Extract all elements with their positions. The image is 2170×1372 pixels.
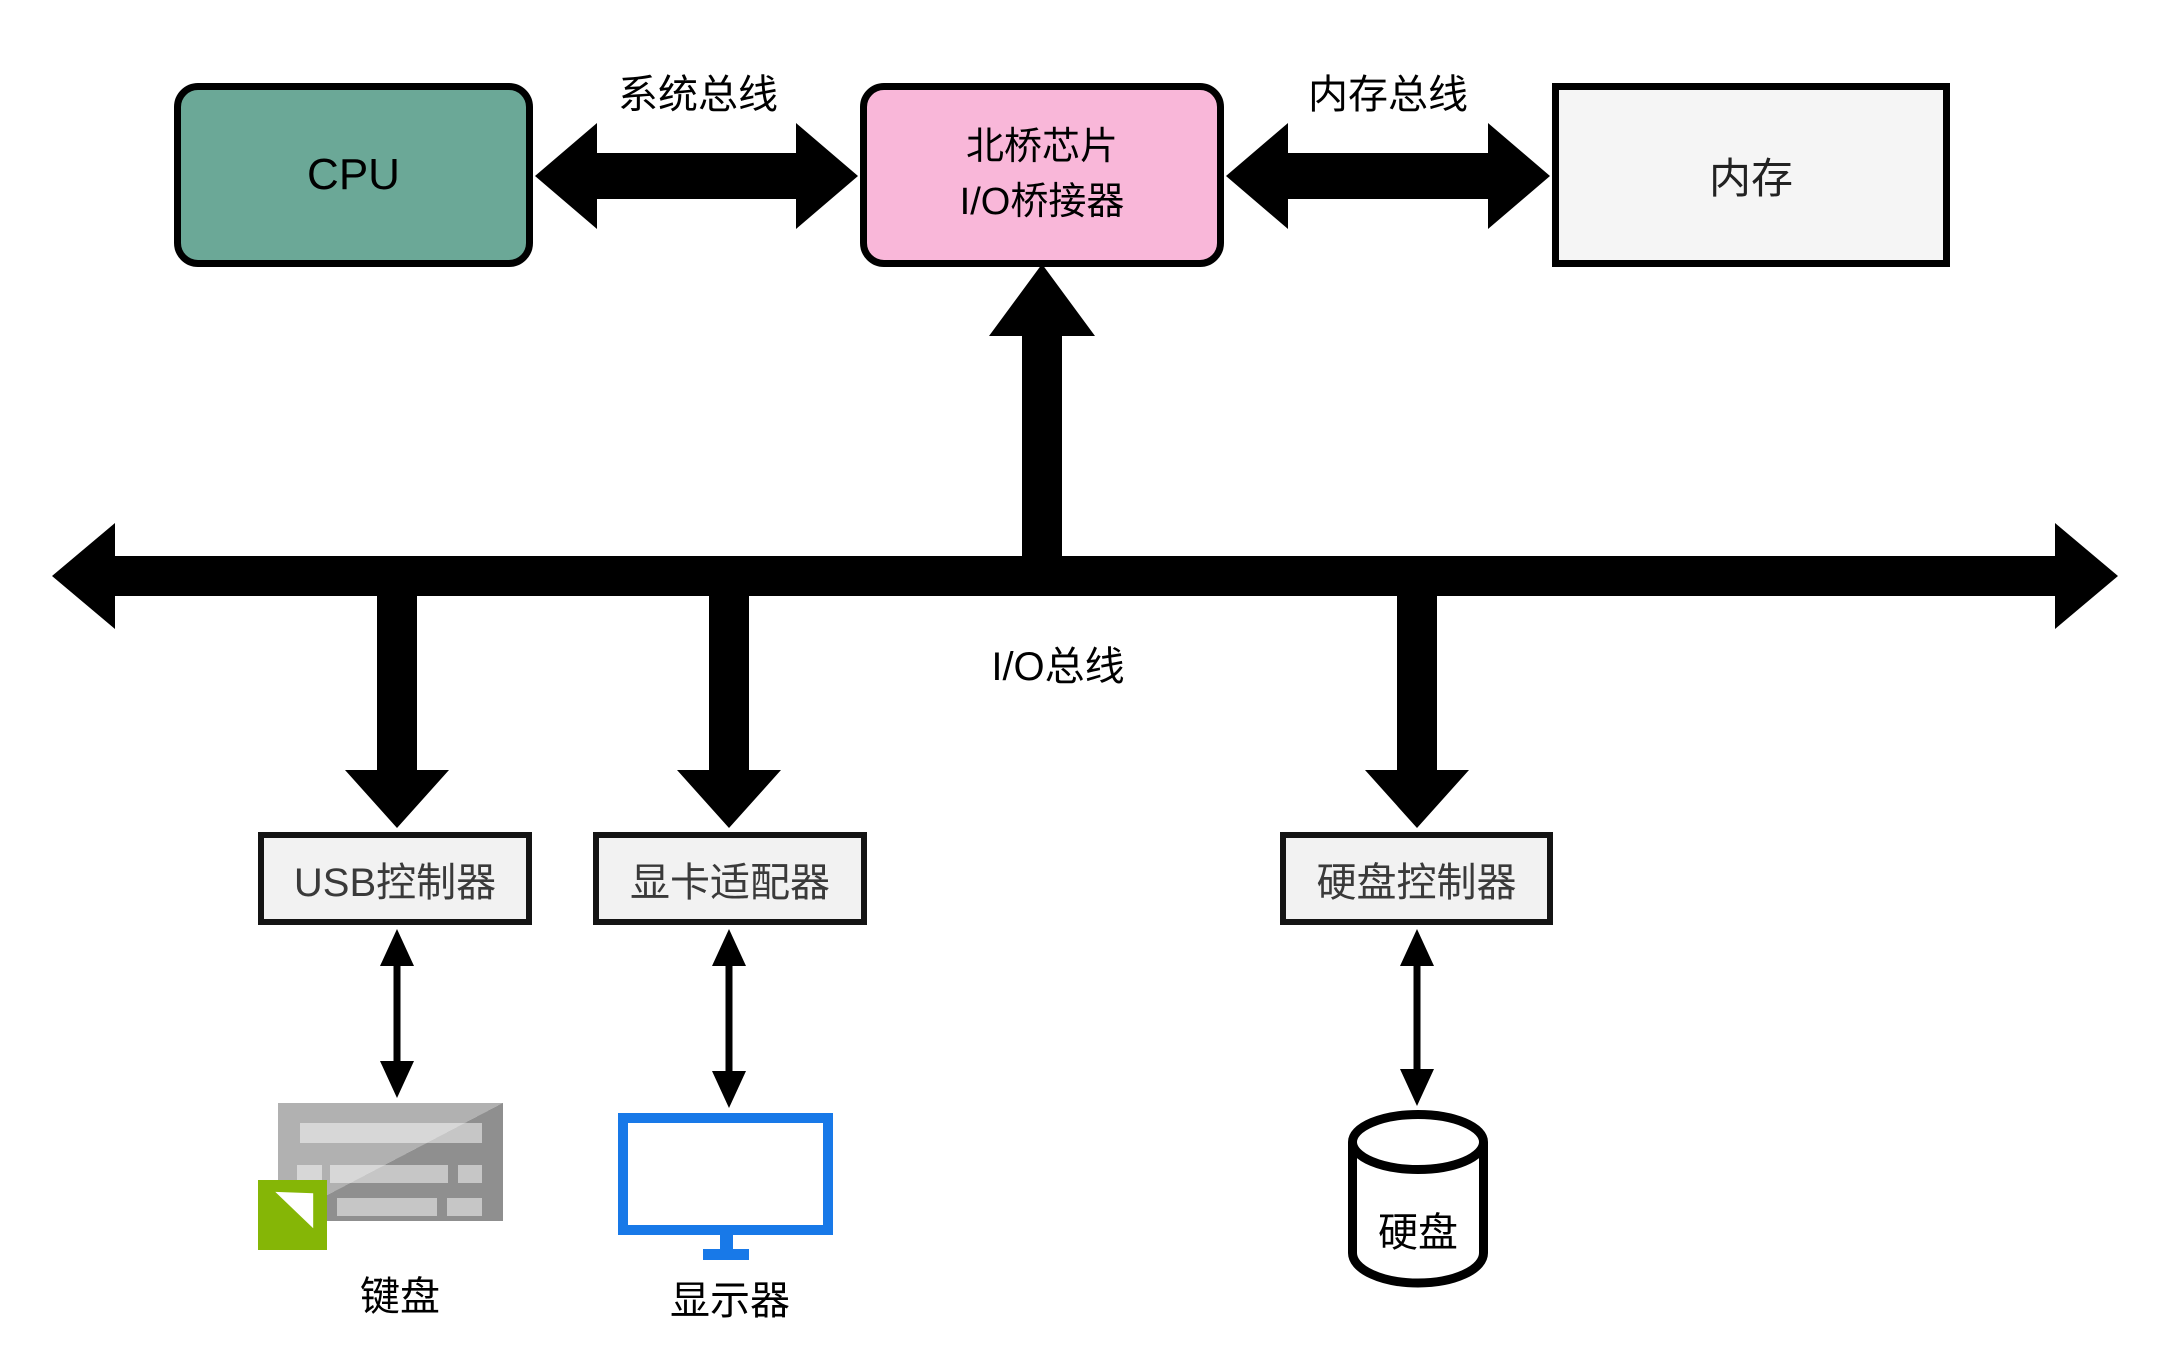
- io-bus-line: [52, 523, 2118, 629]
- keyboard-label: 键盘: [360, 1275, 440, 1319]
- usb-keyboard-double-arrow: [380, 929, 414, 1098]
- hdd-disk-double-arrow: [1400, 929, 1434, 1106]
- cpu-node: CPU: [174, 83, 533, 267]
- system-bus-label: 系统总线: [618, 73, 778, 117]
- keyboard-key: [300, 1123, 482, 1143]
- system-bus-double-arrow: [535, 123, 858, 229]
- gpu-monitor-double-arrow: [712, 929, 746, 1108]
- keyboard-key: [297, 1165, 322, 1183]
- monitor-icon: [618, 1113, 833, 1235]
- keyboard-icon: [278, 1103, 503, 1221]
- disk-controller-node: 硬盘控制器: [1280, 832, 1553, 925]
- usb-branch-arrow: [345, 596, 449, 828]
- disk-controller-label: 硬盘控制器: [1316, 860, 1517, 905]
- northbridge-label-line1: 北桥芯片: [965, 125, 1118, 168]
- disk-cylinder-top: [1348, 1110, 1488, 1174]
- monitor-stand-base: [703, 1249, 749, 1260]
- disk-cylinder-icon: [1348, 1110, 1488, 1288]
- hard-disk-label: 硬盘: [1378, 1211, 1458, 1255]
- hdd-branch-arrow: [1365, 596, 1469, 828]
- memory-node: 内存: [1552, 83, 1950, 267]
- keyboard-key: [447, 1198, 482, 1216]
- cpu-label: CPU: [307, 150, 400, 199]
- monitor-stand-stem: [720, 1233, 733, 1253]
- disk-cylinder-body: [1348, 1142, 1488, 1288]
- gpu-adapter-label: 显卡适配器: [630, 860, 830, 905]
- monitor-label: 显示器: [670, 1279, 790, 1323]
- keyboard-key: [458, 1165, 482, 1183]
- memory-label: 内存: [1708, 154, 1793, 202]
- northbridge-node: 北桥芯片 I/O桥接器: [860, 83, 1224, 267]
- io-bridge-up-arrow: [989, 264, 1095, 576]
- northbridge-label-line2: I/O桥接器: [959, 181, 1125, 223]
- usb-controller-label: USB控制器: [293, 860, 497, 905]
- memory-bus-double-arrow: [1226, 123, 1550, 229]
- memory-bus-label: 内存总线: [1308, 73, 1468, 117]
- gpu-branch-arrow: [677, 596, 781, 828]
- keyboard-key: [337, 1198, 437, 1216]
- green-badge-triangle: [275, 1191, 314, 1229]
- gpu-adapter-node: 显卡适配器: [593, 832, 867, 925]
- keyboard-key: [330, 1165, 448, 1183]
- green-corner-badge-icon: [258, 1180, 327, 1250]
- usb-controller-node: USB控制器: [258, 832, 532, 925]
- io-bus-label: I/O总线: [991, 645, 1125, 689]
